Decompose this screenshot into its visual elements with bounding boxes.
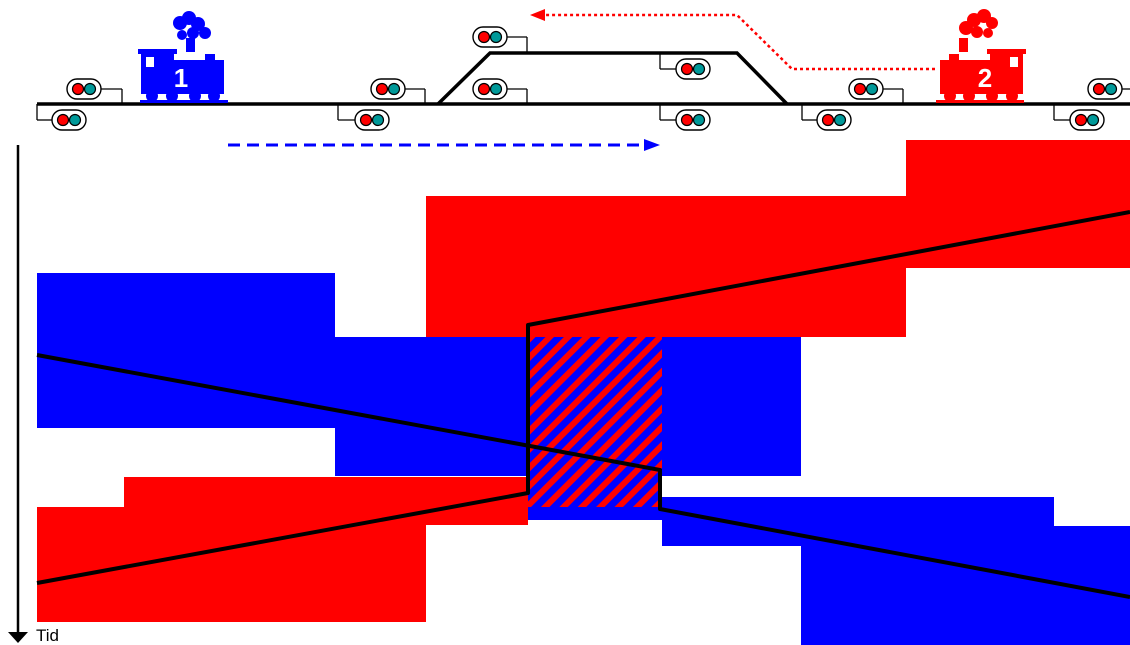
signal-12	[1053, 104, 1105, 131]
train-2-blocking-upper	[426, 140, 1130, 337]
track-layout	[36, 26, 1130, 131]
train-1-locomotive-icon	[138, 11, 228, 103]
train-2-number: 2	[978, 63, 992, 93]
signal-8	[337, 104, 390, 131]
signal-7	[36, 104, 87, 131]
signal-1	[66, 78, 123, 104]
signal-5	[848, 78, 904, 104]
train-2-direction-arrow	[530, 9, 935, 71]
time-axis: Tid	[8, 145, 59, 645]
blocking-time-diagram	[36, 140, 1130, 645]
signal-9	[659, 53, 711, 80]
signal-6	[1087, 78, 1130, 100]
signal-11	[801, 104, 852, 131]
signal-2	[370, 78, 426, 104]
passing-loop-track	[436, 51, 789, 106]
time-axis-label: Tid	[36, 626, 59, 645]
signal-3	[472, 26, 528, 53]
signal-10	[659, 104, 711, 131]
arrow-left-icon	[530, 9, 545, 21]
arrow-right-icon	[644, 139, 660, 151]
time-axis-arrow-icon	[8, 632, 28, 643]
train-1-number: 1	[174, 63, 188, 93]
train-1-direction-arrow	[228, 139, 660, 151]
train-2-path	[36, 210, 1130, 585]
conflict-zone	[528, 337, 662, 507]
train-1-path	[36, 353, 1130, 599]
train-2-locomotive-icon	[936, 9, 1026, 103]
train-2-blocking-lower	[37, 477, 528, 622]
signal-4	[472, 78, 528, 104]
